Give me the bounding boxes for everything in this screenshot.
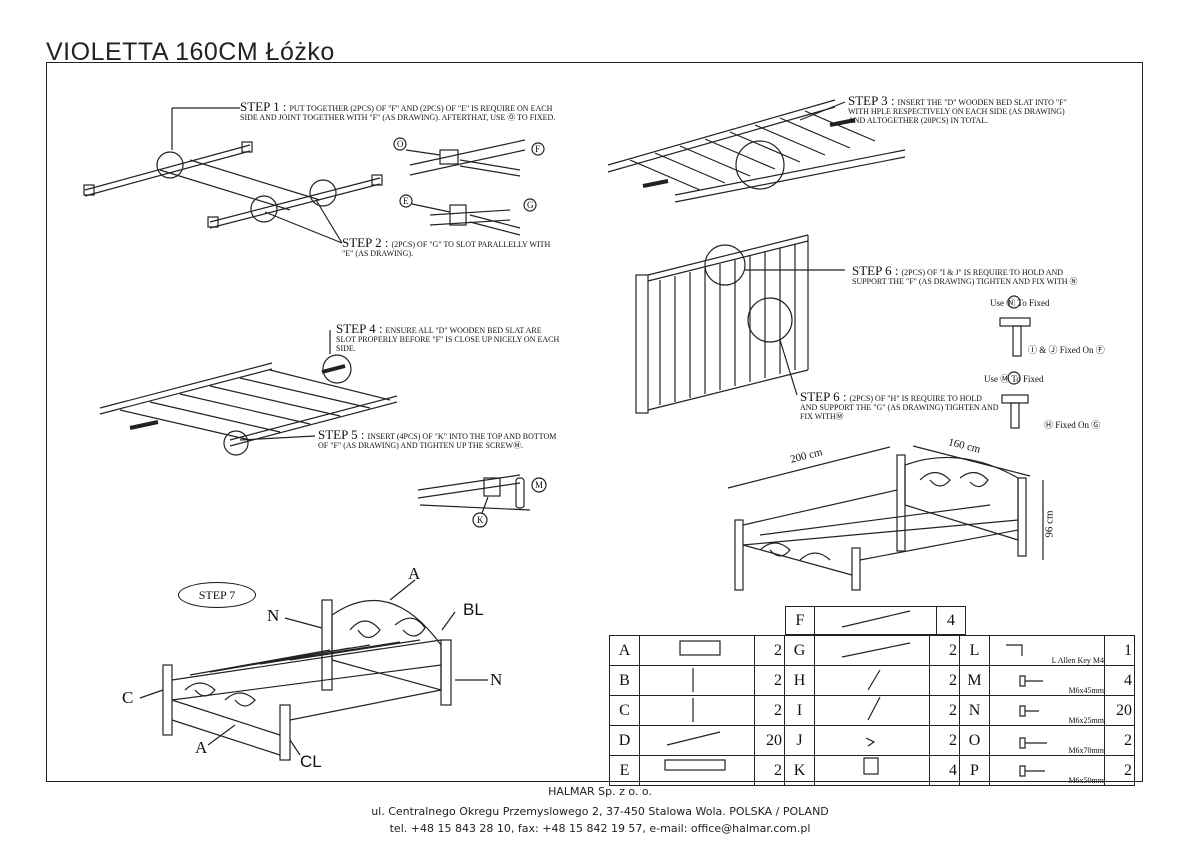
step-6-h: STEP 6 :(2pcs) OF "H" IS REQUIRE TO HOLD… (800, 389, 999, 421)
callout-k: K (477, 515, 484, 525)
callout-use-n: Use Ⓝ To Fixed (990, 298, 1050, 308)
part-qty: 2 (1104, 755, 1135, 786)
part-qty: 2 (754, 665, 785, 696)
part-pic (639, 725, 755, 756)
label-n-left: N (267, 606, 280, 625)
instruction-frame (46, 62, 1143, 782)
callout-m: M (535, 480, 544, 490)
callout-h-fixed: Ⓗ Fixed On Ⓖ (1044, 420, 1101, 430)
part-qty-f: 4 (936, 606, 966, 635)
label-a-bottom: A (195, 738, 208, 757)
callout-g: G (527, 200, 534, 210)
label-c: C (122, 688, 134, 707)
footer-contact: tel. +48 15 843 28 10, fax: +48 15 842 1… (389, 822, 811, 835)
part-qty: 20 (754, 725, 785, 756)
part-key: E (609, 755, 640, 786)
part-desc: M6x25mm (989, 695, 1105, 726)
part-pic (814, 725, 930, 756)
part-desc: M6x70mm (989, 725, 1105, 756)
part-key: H (784, 665, 815, 696)
part-key: C (609, 695, 640, 726)
part-pic (814, 755, 930, 786)
part-pic (639, 665, 755, 696)
part-key: G (784, 635, 815, 666)
part-key: I (784, 695, 815, 726)
step1-detail-drawing (393, 137, 545, 236)
part-pic (639, 755, 755, 786)
part-qty: 20 (1104, 695, 1135, 726)
footer-company: HALMAR Sp. z o. o. (548, 785, 652, 798)
part-pic-f (814, 606, 937, 635)
step-3: STEP 3 :INSERT THE "D" WOODEN BED SLAT I… (848, 93, 1067, 125)
label-n-right: N (490, 670, 503, 689)
part-key: B (609, 665, 640, 696)
part-pic (639, 635, 755, 666)
step-2: STEP 2 :(2pcs) OF "G" TO SLOT PARALLELLY… (342, 235, 551, 258)
part-qty: 2 (929, 695, 960, 726)
label-a-top: A (408, 564, 421, 583)
part-qty: 2 (754, 695, 785, 726)
step-5: STEP 5 :INSERT (4pcs) OF "K" INTO THE TO… (318, 427, 557, 450)
step3-slats-drawing (607, 99, 906, 203)
part-qty: 2 (929, 635, 960, 666)
step-6-ij: STEP 6 :(2pcs) OF "I & J" IS REQUIRE TO … (852, 263, 1078, 286)
step6-detail-drawing (999, 295, 1031, 429)
part-key: J (784, 725, 815, 756)
part-qty: 4 (929, 755, 960, 786)
callout-e: E (403, 196, 409, 206)
part-pic (814, 695, 930, 726)
step1-frame-drawing (83, 107, 383, 244)
step-4: STEP 4 :ENSURE ALL "D" WOODEN BED SLAT A… (336, 321, 560, 353)
part-key-f: F (785, 606, 815, 635)
callout-f: F (535, 144, 541, 154)
part-key: P (959, 755, 990, 786)
part-pic (639, 695, 755, 726)
step4-slats-drawing (99, 330, 398, 456)
step-7-badge: STEP 7 (178, 582, 256, 608)
step6-frame-drawing (635, 234, 845, 414)
part-qty: 2 (754, 755, 785, 786)
step5-detail-drawing (417, 474, 547, 528)
part-qty: 1 (1104, 635, 1135, 666)
part-desc: M6x50mm (989, 755, 1105, 786)
callout-ij-fixed: Ⓘ & Ⓙ Fixed On Ⓕ (1028, 345, 1105, 355)
part-key: A (609, 635, 640, 666)
part-qty: 2 (929, 665, 960, 696)
part-qty: 2 (754, 635, 785, 666)
callout-use-m: Use Ⓜ To Fixed (984, 374, 1044, 384)
part-key: N (959, 695, 990, 726)
part-pic (814, 665, 930, 696)
part-qty: 4 (1104, 665, 1135, 696)
dimension-height: 96 cm (1043, 510, 1056, 538)
step7-bed-drawing (139, 579, 488, 761)
part-qty: 2 (929, 725, 960, 756)
part-key: M (959, 665, 990, 696)
page-title: VIOLETTA 160CM Łóżko (46, 38, 335, 66)
part-desc: L Allen Key M4 (989, 635, 1105, 666)
part-key: K (784, 755, 815, 786)
part-qty: 2 (1104, 725, 1135, 756)
part-pic (814, 635, 930, 666)
part-desc: M6x45mm (989, 665, 1105, 696)
footer-address: ul. Centralnego Okregu Przemyslowego 2, … (371, 805, 829, 818)
part-key: D (609, 725, 640, 756)
part-key: L (959, 635, 990, 666)
callout-o: O (397, 139, 404, 149)
label-cl: CL (300, 752, 322, 771)
label-bl: BL (463, 600, 484, 619)
dimension-bed-drawing (727, 445, 1044, 591)
part-key: O (959, 725, 990, 756)
step-1: STEP 1 :PUT TOGETHER (2pcs) OF "F" AND (… (240, 99, 556, 122)
